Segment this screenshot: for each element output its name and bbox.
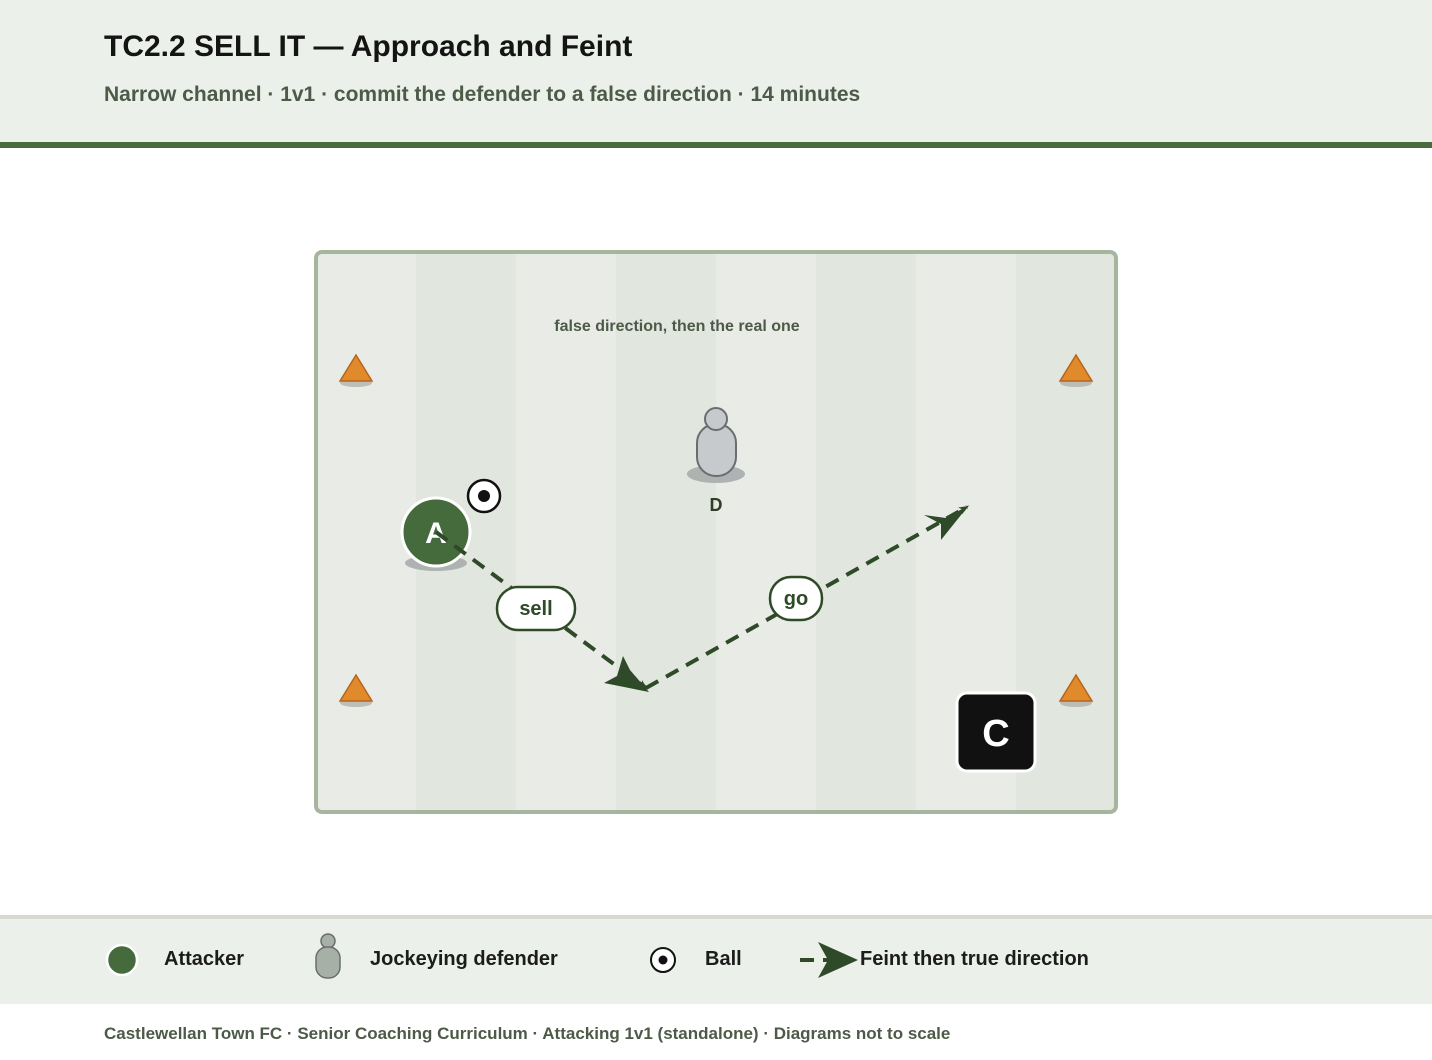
pitch-stripe: [616, 252, 716, 812]
feint-arrow: [434, 530, 648, 690]
cone-top-right: [1058, 353, 1094, 387]
feint-arrowhead: [604, 656, 649, 692]
attacker-token: A: [400, 496, 472, 571]
go-label: go: [784, 588, 808, 610]
legend-ball-label: Ball: [705, 948, 742, 970]
cone-bottom-right: [1058, 673, 1094, 707]
run-legend-icon: [800, 942, 858, 978]
header-divider: [0, 142, 1432, 148]
sell-label-pill: sell: [495, 585, 577, 632]
legend-attacker-label: Attacker: [164, 948, 245, 970]
legend: Attacker Jockeying defender Ball Feint t…: [0, 919, 1432, 1004]
pitch-diagram: false direction, then the real one D A: [314, 250, 1118, 814]
sell-label: sell: [519, 598, 552, 620]
coach-token: C: [955, 691, 1037, 773]
diagram-annotation: false direction, then the real one: [554, 318, 799, 335]
legend-divider: [0, 915, 1432, 919]
page-title: TC2.2 SELL IT — Approach and Feint: [104, 30, 633, 63]
attacker-legend-icon: [105, 943, 139, 977]
go-label-pill: go: [768, 575, 824, 622]
pitch-boundary: [314, 250, 1118, 814]
defender-icon: [687, 407, 745, 483]
cone-top-left: [338, 353, 374, 387]
legend-run-label: Feint then true direction: [860, 948, 1089, 970]
footer-credit: Castlewellan Town FC · Senior Coaching C…: [104, 1024, 951, 1043]
header: TC2.2 SELL IT — Approach and Feint Narro…: [0, 0, 1432, 142]
pitch-stripe: [816, 252, 916, 812]
true-direction-arrowhead: [924, 505, 969, 540]
legend-defender-label: Jockeying defender: [370, 948, 558, 970]
page-subtitle: Narrow channel · 1v1 · commit the defend…: [104, 83, 861, 106]
cone-bottom-left: [338, 673, 374, 707]
defender-label: D: [710, 495, 723, 515]
ball-icon: [466, 478, 502, 514]
ball-legend-icon: [650, 947, 676, 973]
coach-label: C: [982, 713, 1009, 755]
defender-legend-icon: [315, 933, 341, 979]
